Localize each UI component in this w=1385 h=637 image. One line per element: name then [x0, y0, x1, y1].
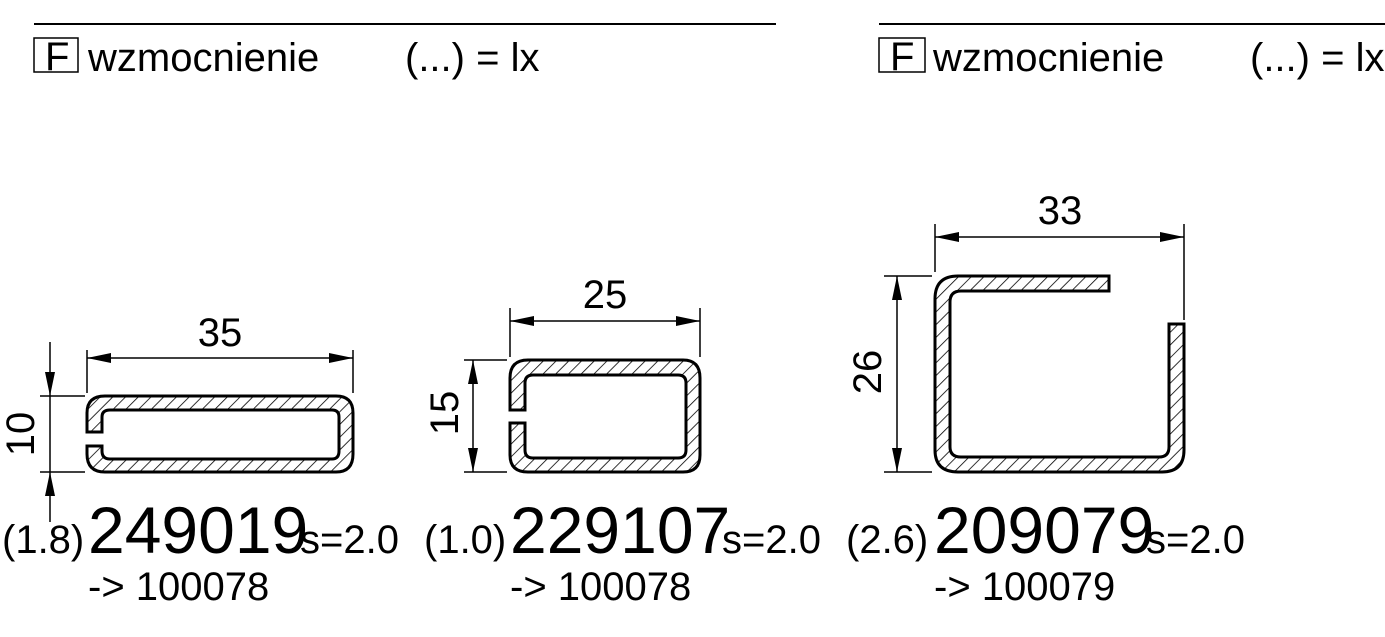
profile-3-width-arrow-left: [935, 232, 959, 242]
flag-letter-1: F: [45, 35, 69, 79]
profile-3-drawing: 33 26: [846, 189, 1186, 474]
profile-1-width-arrow-left: [87, 353, 111, 363]
header-block-2: F wzmocnienie (...) = lx: [878, 23, 1385, 80]
header-label-2: wzmocnienie: [932, 36, 1164, 80]
profile-2-section: [508, 358, 702, 474]
profile-3-width-label: 33: [1038, 189, 1083, 233]
profile-1-ref: -> 100078: [88, 565, 269, 609]
flag-box-1: [33, 37, 79, 73]
profile-1-height-arrow-top: [45, 372, 55, 396]
header-label-1: wzmocnienie: [87, 36, 319, 80]
profile-3-section: [933, 274, 1186, 474]
profile-2-part-number: 229107: [510, 493, 730, 567]
profile-1-prefix: (1.8): [2, 518, 84, 562]
profile-3-height-arrow-bottom: [892, 448, 902, 472]
profile-2-width-arrow-left: [510, 316, 534, 326]
profile-2-ref: -> 100078: [510, 565, 691, 609]
header-formula-1: (...) = lx: [405, 36, 539, 80]
profile-3-caption: (2.6) 209079 s=2.0 -> 100079: [846, 493, 1245, 609]
header-block-1: F wzmocnienie (...) = lx: [33, 23, 776, 80]
profile-1-width-label: 35: [198, 311, 243, 355]
profile-3-width-arrow-right: [1160, 232, 1184, 242]
profile-1-section: [85, 394, 355, 474]
profile-3-part-number: 209079: [934, 493, 1154, 567]
header-formula-2: (...) = lx: [1250, 36, 1384, 80]
profile-1-part-number: 249019: [88, 493, 308, 567]
flag-letter-2: F: [890, 35, 914, 79]
profile-1-caption: (1.8) 249019 s=2.0 -> 100078: [2, 493, 399, 609]
profile-2-width-arrow-right: [676, 316, 700, 326]
profile-1-height-label: 10: [0, 412, 43, 457]
profile-2-caption: (1.0) 229107 s=2.0 -> 100078: [424, 493, 821, 609]
profile-2-thickness: s=2.0: [722, 518, 821, 562]
profile-3-height-arrow-top: [892, 276, 902, 300]
profile-1-drawing: 35 10: [0, 311, 355, 522]
profile-3-thickness: s=2.0: [1146, 518, 1245, 562]
profile-2-height-arrow-bottom: [468, 448, 478, 472]
profile-2-width-label: 25: [583, 273, 628, 317]
profile-3-prefix: (2.6): [846, 518, 928, 562]
profile-1-width-arrow-right: [329, 353, 353, 363]
profile-2-prefix: (1.0): [424, 518, 506, 562]
profile-2-height-arrow-top: [468, 360, 478, 384]
profile-1-thickness: s=2.0: [300, 518, 399, 562]
profile-2-drawing: 25 15: [423, 273, 702, 474]
flag-box-2: [878, 37, 926, 73]
profile-2-height-label: 15: [423, 391, 467, 436]
profile-1-height-arrow-bottom: [45, 472, 55, 496]
profile-3-ref: -> 100079: [934, 565, 1115, 609]
profile-3-height-label: 26: [846, 350, 890, 395]
